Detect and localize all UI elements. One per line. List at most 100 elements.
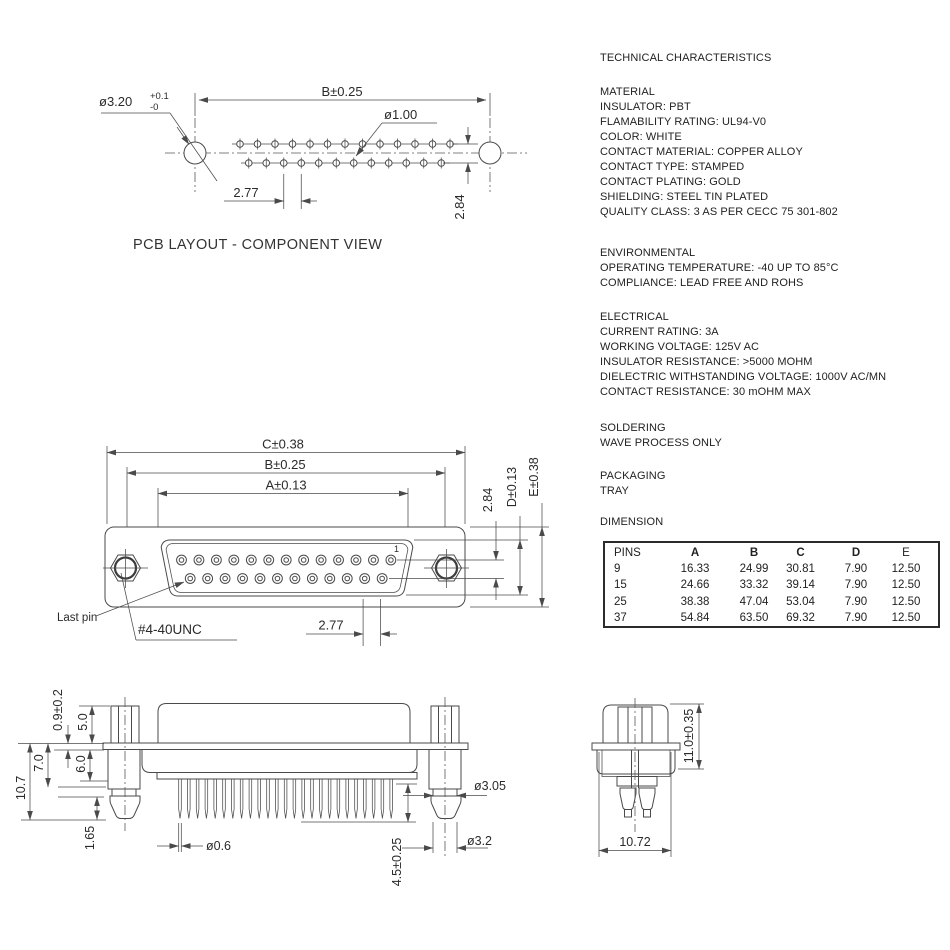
table-row: 25 38.38 47.04 53.04 7.90 12.50 <box>614 595 921 608</box>
dim-pitch-top-label: 2.77 <box>233 185 258 200</box>
dim-jack-height-label: 5.0 <box>76 713 90 730</box>
solder-pin <box>336 779 341 819</box>
solder-pin <box>213 779 217 819</box>
dim-rowgap-top-label: 2.84 <box>452 194 467 219</box>
dim-screw-dia-label: ø3.05 <box>474 779 506 793</box>
solder-pin <box>266 779 270 819</box>
contact-sockets <box>176 554 397 584</box>
section-material: MATERIAL INSULATOR: PBT FLAMABILITY RATI… <box>600 85 838 220</box>
flange <box>102 742 469 750</box>
section-heading: MATERIAL <box>600 86 655 98</box>
solder-pin <box>380 779 385 819</box>
dim-a-label: A±0.13 <box>265 478 306 493</box>
section-heading: SOLDERING <box>600 422 666 434</box>
dim-end-width-label: 10.72 <box>619 835 650 849</box>
spec-line: INSULATOR RESISTANCE: >5000 MOHM <box>600 356 813 368</box>
dim-rowgap-front-label: 2.84 <box>481 488 495 512</box>
section-heading: ELECTRICAL <box>600 311 669 323</box>
spec-line: CONTACT RESISTANCE: 30 mOHM MAX <box>600 386 811 398</box>
pin-base <box>156 772 418 780</box>
spec-line: OPERATING TEMPERATURE: -40 UP TO 85°C <box>600 262 839 274</box>
col-header-c: C <box>796 547 805 560</box>
last-pin-label: Last pin <box>57 612 97 624</box>
section-environmental: ENVIRONMENTAL OPERATING TEMPERATURE: -40… <box>600 246 839 291</box>
solder-pin <box>204 779 209 819</box>
col-header-pins: PINS <box>614 547 641 560</box>
solder-pins <box>178 779 393 819</box>
dim-d-label: D±0.13 <box>505 467 519 507</box>
spec-line: COLOR: WHITE <box>600 131 682 143</box>
spec-line: INSULATOR: PBT <box>600 101 691 113</box>
side-view: 5.0 0.9±0.2 7.0 6.0 10.7 1.65 ø0.6 ø3.05… <box>14 689 506 886</box>
dim-pin-dia-side-label: ø0.6 <box>206 839 231 853</box>
solder-pin <box>257 779 261 819</box>
section-heading: ENVIRONMENTAL <box>600 247 696 259</box>
solder-pin <box>239 779 244 819</box>
dim-hole-dia-label: ø3.20 <box>99 94 132 109</box>
dsub-insert <box>160 539 414 597</box>
solder-pin <box>371 779 376 819</box>
solder-pin <box>319 779 323 819</box>
dim-b-label: B±0.25 <box>264 457 305 472</box>
solder-pin <box>283 779 288 819</box>
flange-end <box>591 742 681 751</box>
spec-line: CONTACT MATERIAL: COPPER ALLOY <box>600 146 803 158</box>
pcb-view-caption: PCB LAYOUT - COMPONENT VIEW <box>133 237 383 253</box>
section-dimension: DIMENSION <box>600 515 663 530</box>
solder-pin <box>222 779 226 819</box>
pcb-top-view: B±0.25 ø3.20 +0.1 -0 ø1.00 2.77 2.84 <box>99 84 527 220</box>
spec-line: DIELECTRIC WITHSTANDING VOLTAGE: 1000V A… <box>600 371 887 383</box>
dim-hole-tol-minus: -0 <box>150 102 158 113</box>
dim-seven-label: 7.0 <box>32 754 46 771</box>
shroud-profile <box>157 703 411 744</box>
thread-label: #4-40UNC <box>138 622 202 637</box>
dim-six-label: 6.0 <box>74 755 88 772</box>
solder-pin <box>363 779 367 819</box>
end-view: 11.0±0.35 10.72 <box>591 698 704 857</box>
spec-line: QUALITY CLASS: 3 AS PER CECC 75 301-802 <box>600 206 838 218</box>
mounting-hole-left <box>183 141 207 165</box>
spec-line: CONTACT TYPE: STAMPED <box>600 161 745 173</box>
table-header-row: PINS A B C D E <box>605 545 938 561</box>
dim-hole-tol-plus: +0.1 <box>150 91 169 102</box>
section-electrical: ELECTRICAL CURRENT RATING: 3A WORKING VO… <box>600 310 886 400</box>
col-header-d: D <box>851 547 861 560</box>
dim-pin-dia-label: ø1.00 <box>384 107 417 122</box>
solder-pin <box>389 779 393 819</box>
dim-b-top-label: B±0.25 <box>321 84 362 99</box>
spec-line: WORKING VOLTAGE: 125V AC <box>600 341 760 353</box>
tech-panel: TECHNICAL CHARACTERISTICS MATERIAL INSUL… <box>600 0 948 700</box>
col-header-b: B <box>749 547 759 560</box>
col-header-e: E <box>902 547 910 560</box>
dim-pitch-front-label: 2.77 <box>318 618 343 633</box>
pin-holes <box>236 138 454 169</box>
solder-pin <box>195 779 200 819</box>
dim-pin-length-label: 4.5±0.25 <box>390 838 404 887</box>
section-soldering: SOLDERING WAVE PROCESS ONLY <box>600 421 722 451</box>
dim-end-height-label: 11.0±0.35 <box>682 709 696 764</box>
solder-pin <box>327 779 332 819</box>
spec-line: CURRENT RATING: 3A <box>600 326 719 338</box>
solder-pin <box>310 779 314 819</box>
front-view: C±0.38 B±0.25 A±0.13 1 2.84 <box>57 437 549 646</box>
section-heading: DIMENSION <box>600 516 664 528</box>
spec-line: SHIELDING: STEEL TIN PLATED <box>600 191 769 203</box>
body-lower <box>141 749 418 773</box>
spec-line: CONTACT PLATING: GOLD <box>600 176 741 188</box>
mounting-hole-right <box>478 141 502 165</box>
solder-pin <box>248 779 253 819</box>
tech-title: TECHNICAL CHARACTERISTICS <box>600 52 772 64</box>
section-heading: PACKAGING <box>600 470 666 482</box>
jackscrew-nut-left <box>103 549 148 588</box>
table-row: 37 54.84 63.50 69.32 7.90 12.50 <box>614 611 921 624</box>
solder-pin <box>354 779 358 819</box>
solder-pin <box>178 779 182 819</box>
dim-e-label: E±0.38 <box>527 457 541 497</box>
spec-line: COMPLIANCE: LEAD FREE AND ROHS <box>600 277 804 289</box>
solder-pin <box>301 779 305 819</box>
solder-pin <box>345 779 349 819</box>
table-row: 15 24.66 33.32 39.14 7.90 12.50 <box>614 579 921 592</box>
dim-total-label: 10.7 <box>14 776 28 800</box>
